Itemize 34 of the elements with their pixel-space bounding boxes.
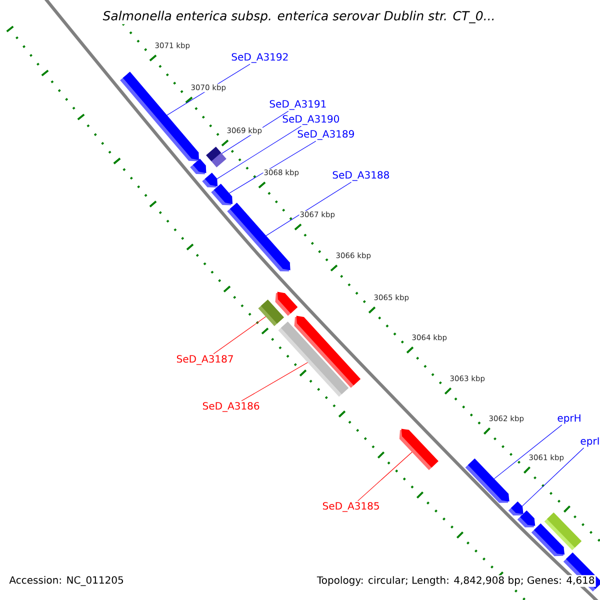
leader-line [216,126,302,180]
gene-feature [275,292,298,316]
gene-feature [202,172,218,188]
gene-feature [206,146,226,168]
gene-label: SeD_A3187 [176,355,233,365]
gene-feature [517,510,536,528]
gene-label: SeD_A3186 [202,402,260,412]
accession-text: Accession: NC_011205 [9,576,124,586]
leader-line [494,424,562,480]
gene-feature [227,202,290,272]
leader-line [358,452,412,502]
gene-label: SeD_A3189 [298,130,354,140]
gene-feature [190,158,206,174]
gene-label: eprI [580,437,599,447]
leader-line [266,182,352,236]
gene-feature [508,501,524,516]
leader-line [241,362,308,402]
gene-feature [258,300,284,326]
gene-label: SeD_A3191 [270,100,326,110]
gene-feature [465,458,510,503]
gene-label: eprH [558,414,580,424]
gene-feature [211,184,233,206]
leader-line [213,316,266,354]
gene-feature [278,322,349,397]
gene-label: SeD_A3185 [322,502,379,512]
title: Salmonella enterica subsp. enterica serovar Dublin str. CT_0... [102,10,496,24]
gene-label: SeD_A3192 [232,53,288,63]
gene-feature [399,428,438,470]
gene-label: SeD_A3188 [332,171,389,181]
gene-label: SeD_A3190 [282,115,340,125]
leader-line [228,140,316,194]
genome-info-text: Topology: circular; Length: 4,842,908 bp; Genes: 4,618 [316,575,596,587]
leader-line [522,448,584,506]
gene-feature [544,512,582,550]
